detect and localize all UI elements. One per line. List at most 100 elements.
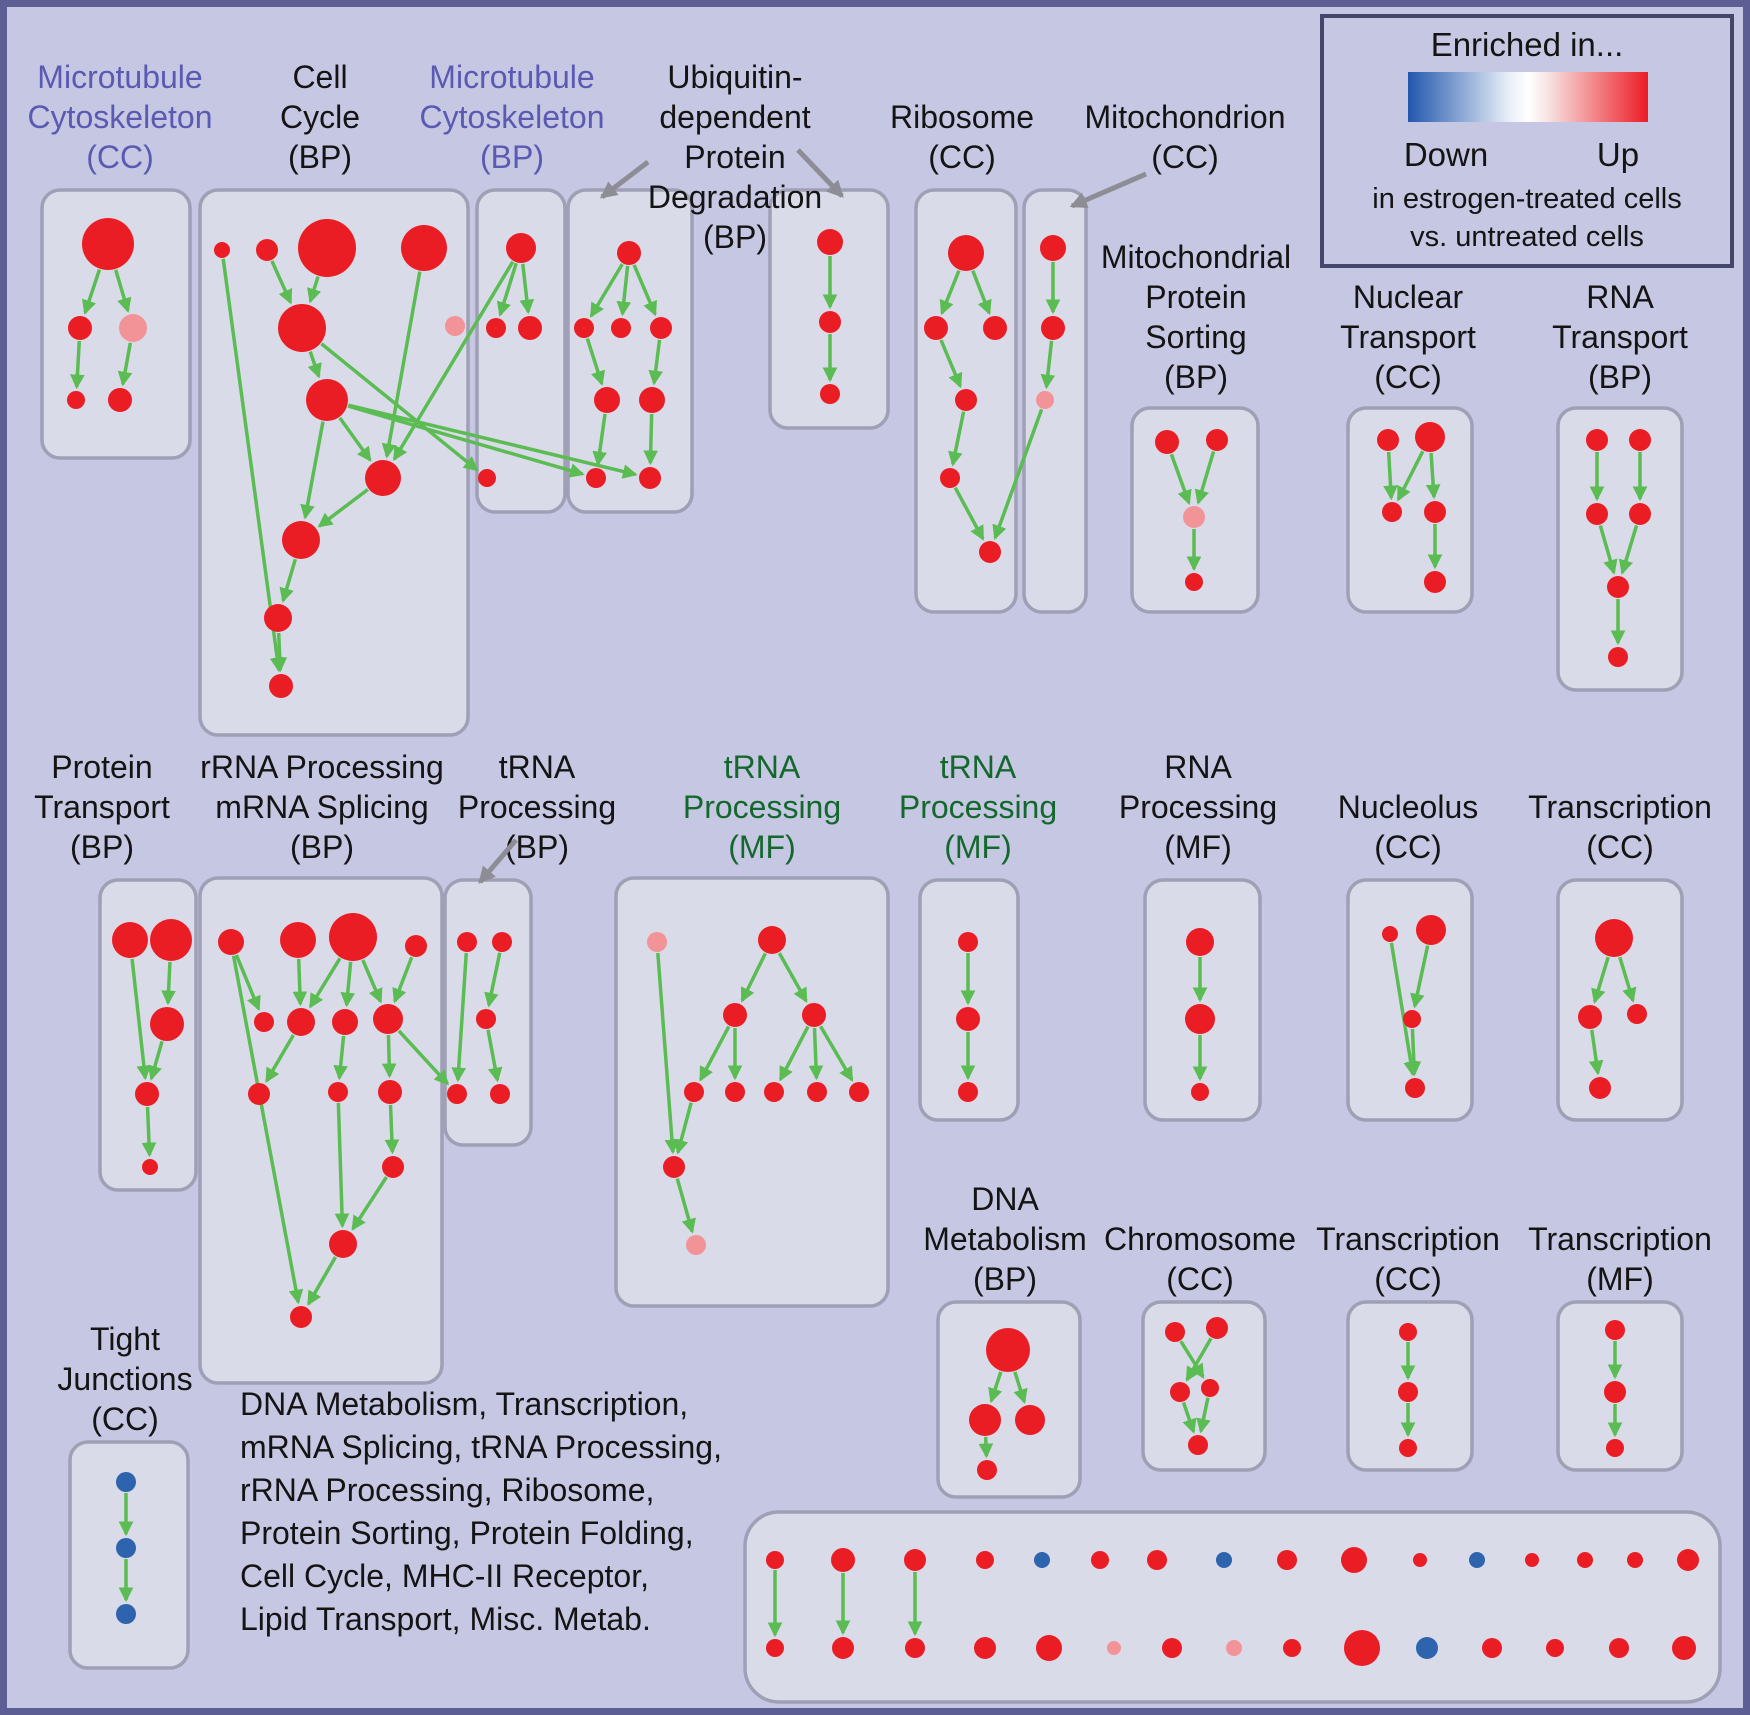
go-term-node bbox=[269, 674, 293, 698]
edge-arrow bbox=[114, 269, 132, 313]
go-term-node bbox=[1185, 1004, 1215, 1034]
edge-arrow bbox=[317, 488, 369, 528]
cluster-box-ubiquitin-dependent-protein-degradation-bp bbox=[566, 188, 694, 514]
cluster-label-line: (BP) bbox=[973, 1261, 1037, 1297]
go-term-node bbox=[764, 1082, 784, 1102]
go-term-node bbox=[282, 521, 320, 559]
go-term-node bbox=[518, 316, 542, 340]
cluster-label-line: Transcription bbox=[1528, 1221, 1712, 1257]
edge-arrow bbox=[1618, 956, 1637, 1003]
go-term-node bbox=[332, 1009, 358, 1035]
edge-arrow bbox=[1185, 1337, 1213, 1382]
go-term-node bbox=[617, 241, 641, 265]
edge-arrow bbox=[381, 271, 422, 459]
go-term-node bbox=[1546, 1639, 1564, 1657]
go-term-node bbox=[1015, 1405, 1045, 1435]
go-term-node bbox=[958, 932, 978, 952]
go-term-node bbox=[1398, 1382, 1418, 1402]
go-term-node bbox=[1672, 1636, 1696, 1660]
go-term-node bbox=[684, 1082, 704, 1102]
cluster-label-line: Transport bbox=[34, 789, 170, 825]
edge-arrow bbox=[988, 1371, 1003, 1404]
edge-arrow bbox=[306, 1256, 338, 1306]
go-term-node bbox=[1627, 1004, 1647, 1024]
go-term-node bbox=[329, 1230, 357, 1258]
go-term-node bbox=[1183, 506, 1205, 528]
go-term-node bbox=[594, 387, 620, 413]
go-term-node bbox=[639, 467, 661, 489]
cluster-label-line: (BP) bbox=[703, 219, 767, 255]
go-term-node bbox=[958, 1082, 978, 1102]
cluster-label-line: (CC) bbox=[86, 139, 154, 175]
go-term-node bbox=[1170, 1382, 1190, 1402]
go-term-node bbox=[1606, 1439, 1624, 1457]
cluster-label-line: Protein bbox=[51, 749, 152, 785]
go-term-node bbox=[82, 218, 134, 270]
go-term-node bbox=[574, 318, 594, 338]
edge-arrow bbox=[307, 276, 322, 304]
go-term-node bbox=[974, 1637, 996, 1659]
cluster-label-line: DNA bbox=[971, 1181, 1039, 1217]
go-term-node bbox=[758, 926, 786, 954]
edge-arrow bbox=[777, 952, 808, 1003]
go-term-node bbox=[832, 1637, 854, 1659]
edge-arrow bbox=[451, 952, 469, 1083]
edge-arrow bbox=[1588, 1029, 1604, 1076]
go-term-node bbox=[977, 1460, 997, 1480]
cluster-label-line: (MF) bbox=[1164, 829, 1232, 865]
edge-arrow bbox=[270, 260, 293, 305]
go-term-node bbox=[328, 1082, 348, 1102]
go-term-node bbox=[1283, 1639, 1301, 1657]
go-term-node bbox=[725, 1082, 745, 1102]
go-term-node bbox=[766, 1639, 784, 1657]
go-term-node bbox=[1608, 647, 1628, 667]
go-term-node bbox=[1677, 1549, 1699, 1571]
edge-arrow bbox=[632, 264, 657, 317]
go-term-node bbox=[1226, 1640, 1242, 1656]
go-term-node bbox=[723, 1003, 747, 1027]
go-term-node bbox=[1413, 1553, 1427, 1567]
cluster-label-nucleolus-cc: Nucleolus(CC) bbox=[1338, 789, 1479, 865]
go-term-node bbox=[1424, 571, 1446, 593]
cluster-label-line: RNA bbox=[1586, 279, 1654, 315]
edge-arrow bbox=[1196, 1397, 1211, 1434]
go-term-node bbox=[365, 460, 401, 496]
cluster-label-transcription-mf: Transcription(MF) bbox=[1528, 1221, 1712, 1297]
cluster-label-line: Protein bbox=[1145, 279, 1246, 315]
go-term-node bbox=[405, 935, 427, 957]
edge-arrow bbox=[334, 1102, 350, 1229]
go-term-node bbox=[948, 235, 984, 271]
cluster-label-line: (BP) bbox=[288, 139, 352, 175]
go-term-node bbox=[382, 1156, 404, 1178]
go-term-node bbox=[256, 239, 278, 261]
go-term-node bbox=[955, 389, 977, 411]
edge-arrow bbox=[616, 265, 632, 317]
edge-arrow bbox=[778, 1025, 810, 1082]
go-term-node bbox=[1185, 573, 1203, 591]
cluster-label-line: (CC) bbox=[1374, 829, 1442, 865]
edge-arrow bbox=[82, 269, 102, 315]
go-term-node bbox=[1162, 1638, 1182, 1658]
cluster-label-line: (CC) bbox=[91, 1401, 159, 1437]
go-term-node bbox=[817, 229, 843, 255]
go-term-node bbox=[119, 314, 147, 342]
go-term-node bbox=[1482, 1638, 1502, 1658]
go-term-node bbox=[1201, 1379, 1219, 1397]
go-term-node bbox=[820, 384, 840, 404]
go-term-node bbox=[116, 1604, 136, 1624]
go-term-node bbox=[67, 391, 85, 409]
edge-arrow bbox=[1425, 452, 1441, 500]
edge-arrow bbox=[381, 1034, 397, 1079]
edge-arrow bbox=[292, 958, 308, 1007]
edge-arrow bbox=[384, 1104, 400, 1155]
go-term-node bbox=[1186, 928, 1214, 956]
cluster-label-ribosome-cc: Ribosome(CC) bbox=[890, 99, 1034, 175]
go-term-node bbox=[1607, 576, 1629, 598]
go-term-node bbox=[108, 388, 132, 412]
edge-arrow bbox=[1383, 451, 1398, 501]
cluster-label-line: Transport bbox=[1552, 319, 1688, 355]
go-term-node bbox=[1165, 1322, 1185, 1342]
